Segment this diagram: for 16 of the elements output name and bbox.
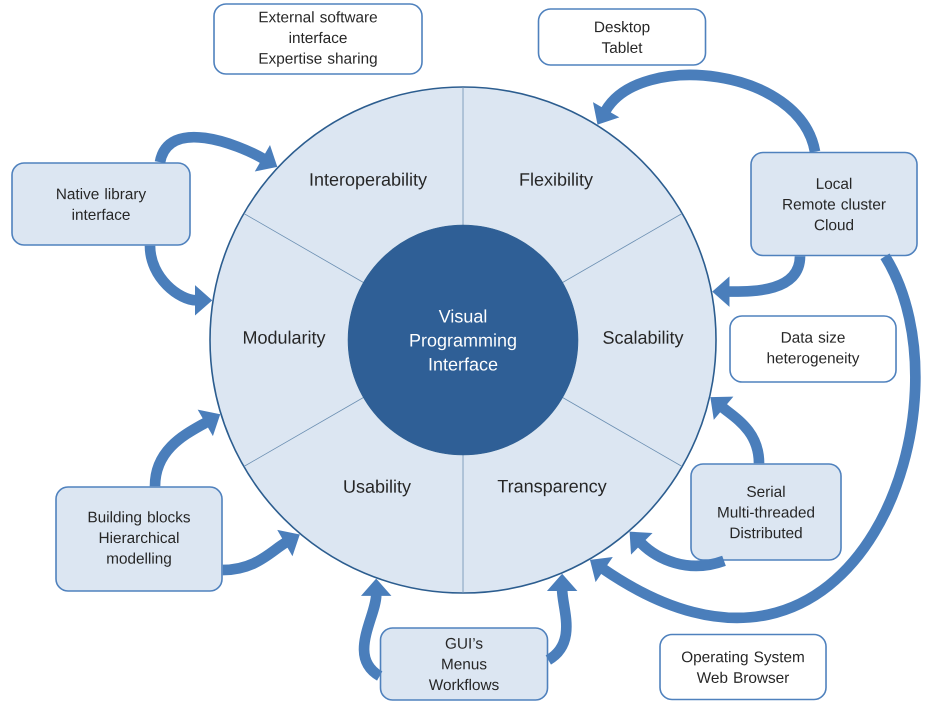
- text-box: Operating System Web Browser: [659, 634, 827, 700]
- block-arrow: [630, 532, 726, 572]
- text-box: Native library interface: [11, 162, 191, 246]
- text-box: Serial Multi-threaded Distributed: [690, 463, 842, 561]
- sector-label: Flexibility: [520, 172, 593, 190]
- text-box: Local Remote cluster Cloud: [750, 152, 918, 256]
- sector-label: Transparency: [498, 480, 607, 496]
- text-box: Building blocks Hierarchical modelling: [55, 486, 223, 592]
- text-box: External software interface Expertise sharing: [213, 3, 423, 75]
- sector-label: Scalability: [603, 330, 684, 348]
- text-box: GUI’s Menus Workflows: [380, 627, 548, 701]
- sector-label: Usability: [344, 480, 411, 496]
- sector-label: Modularity: [244, 330, 326, 348]
- text-box: Desktop Tablet: [538, 8, 706, 66]
- text-box: Data size heterogeneity: [729, 315, 897, 383]
- sector-label: Interoperability: [310, 172, 427, 190]
